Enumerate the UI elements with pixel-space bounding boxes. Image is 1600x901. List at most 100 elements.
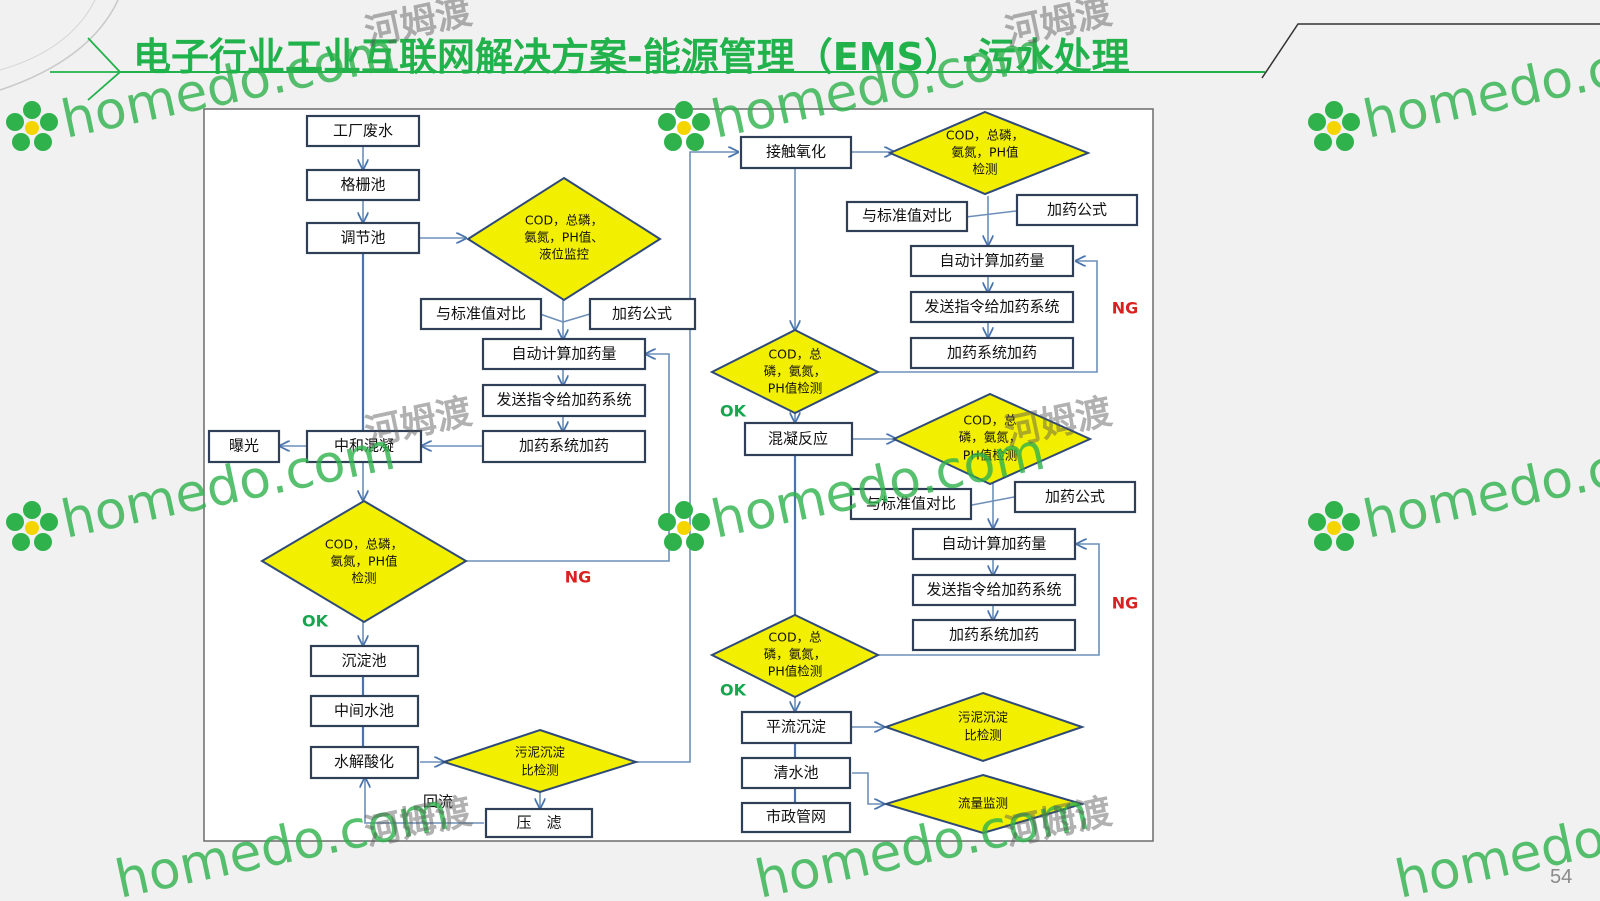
node-dosing-system-2: 加药系统加药 — [911, 618, 1077, 652]
svg-text:PH值检测: PH值检测 — [963, 448, 1017, 463]
node-dosing-formula-left: 加药公式 — [588, 297, 697, 331]
ok-label-right-1: OK — [720, 402, 747, 421]
svg-text:COD，总: COD，总 — [963, 413, 1016, 428]
svg-text:加药系统加药: 加药系统加药 — [947, 344, 1037, 362]
svg-text:接触氧化: 接触氧化 — [766, 143, 826, 161]
node-filter-press: 压 滤 — [484, 807, 594, 839]
ng-label-left: NG — [565, 568, 592, 587]
svg-text:磷，氨氮，: 磷，氨氮， — [764, 647, 827, 662]
node-send-command-left: 发送指令给加药系统 — [481, 383, 647, 418]
svg-text:与标准值对比: 与标准值对比 — [866, 495, 956, 513]
decision-check-left: COD，总磷， 氨氮，PH值 检测 — [260, 499, 468, 624]
svg-text:磷，氨氮，: 磷，氨氮， — [764, 364, 827, 379]
node-hydrolysis-acidification: 水解酸化 — [309, 745, 420, 780]
svg-text:沉淀池: 沉淀池 — [341, 652, 386, 670]
svg-text:COD，总: COD，总 — [768, 630, 821, 645]
decision-flow-monitoring: 流量监测 — [882, 773, 1086, 835]
svg-text:平流沉淀: 平流沉淀 — [766, 718, 826, 736]
decision-detect-2: COD，总 磷，氨氮， PH值检测 — [891, 392, 1093, 486]
svg-text:水解酸化: 水解酸化 — [334, 753, 394, 771]
svg-text:调节池: 调节池 — [340, 229, 385, 247]
node-send-command-2: 发送指令给加药系统 — [911, 573, 1077, 607]
svg-text:污泥沉淀: 污泥沉淀 — [958, 710, 1009, 725]
svg-text:清水池: 清水池 — [773, 764, 818, 782]
svg-text:与标准值对比: 与标准值对比 — [436, 305, 526, 323]
svg-text:发送指令给加药系统: 发送指令给加药系统 — [924, 298, 1059, 316]
decision-detect-1: COD，总磷， 氨氮，PH值 检测 — [887, 110, 1091, 196]
svg-text:中和混凝: 中和混凝 — [334, 437, 394, 455]
node-auto-calc-dosage-left: 自动计算加药量 — [481, 337, 647, 371]
node-dosing-system-left: 加药系统加药 — [481, 429, 647, 464]
node-dosing-formula-1: 加药公式 — [1015, 193, 1139, 227]
node-neutralize-mix: 中和混凝 — [305, 429, 423, 464]
title-corner-line — [1261, 23, 1600, 79]
svg-text:中间水池: 中间水池 — [334, 702, 394, 720]
svg-text:氨氮，PH值: 氨氮，PH值 — [331, 554, 398, 569]
return-flow-label: 回流 — [423, 793, 453, 811]
node-send-command-1: 发送指令给加药系统 — [909, 290, 1075, 324]
node-factory-wastewater: 工厂废水 — [305, 114, 421, 148]
svg-text:液位监控: 液位监控 — [539, 247, 590, 262]
decision-check-2: COD，总 磷，氨氮， PH值检测 — [709, 613, 881, 699]
svg-text:格栅池: 格栅池 — [340, 176, 385, 194]
decision-monitor-left: COD，总磷， 氨氮，PH值、 液位监控 — [466, 176, 662, 302]
svg-text:COD，总: COD，总 — [768, 347, 821, 362]
svg-text:检测: 检测 — [351, 571, 376, 586]
svg-text:污泥沉淀: 污泥沉淀 — [515, 745, 566, 760]
page-number: 54 — [1550, 866, 1573, 888]
svg-text:加药公式: 加药公式 — [1045, 488, 1105, 506]
corner-arc-inner — [0, 0, 96, 71]
svg-text:检测: 检测 — [972, 162, 997, 177]
node-compare-standard-1: 与标准值对比 — [845, 200, 969, 233]
svg-text:PH值检测: PH值检测 — [768, 381, 822, 396]
svg-text:氨氮，PH值、: 氨氮，PH值、 — [524, 230, 603, 245]
node-municipal-network: 市政管网 — [740, 801, 852, 834]
ng-label-right-1: NG — [1112, 299, 1139, 318]
svg-text:发送指令给加药系统: 发送指令给加药系统 — [926, 581, 1061, 599]
decision-sludge-left: 污泥沉淀 比检测 — [440, 728, 640, 794]
slide-title: 电子行业工业互联网解决方案-能源管理（EMS）-污水处理 — [133, 35, 1130, 79]
node-sedimentation-tank: 沉淀池 — [309, 644, 420, 678]
svg-text:COD，总磷，: COD，总磷， — [325, 537, 403, 552]
svg-text:加药公式: 加药公式 — [612, 305, 672, 323]
node-advection-sedimentation: 平流沉淀 — [740, 710, 853, 745]
ok-label-left: OK — [302, 612, 329, 631]
svg-text:COD，总磷，: COD，总磷， — [525, 213, 603, 228]
node-dosing-system-1: 加药系统加药 — [909, 336, 1075, 370]
node-clear-water-tank: 清水池 — [740, 756, 852, 790]
svg-text:氨氮，PH值: 氨氮，PH值 — [952, 145, 1019, 160]
svg-text:自动计算加药量: 自动计算加药量 — [939, 252, 1044, 270]
svg-text:压 滤: 压 滤 — [516, 814, 561, 832]
node-compare-standard-2: 与标准值对比 — [849, 487, 973, 521]
decision-check-1: COD，总 磷，氨氮， PH值检测 — [709, 328, 881, 415]
node-coagulation-reaction: 混凝反应 — [743, 421, 854, 457]
svg-text:自动计算加药量: 自动计算加药量 — [941, 535, 1046, 553]
decision-sludge-right: 污泥沉淀 比检测 — [882, 691, 1086, 763]
corner-arc — [0, 0, 119, 91]
svg-text:加药系统加药: 加药系统加药 — [519, 437, 609, 455]
svg-text:发送指令给加药系统: 发送指令给加药系统 — [496, 391, 631, 409]
svg-text:混凝反应: 混凝反应 — [768, 430, 828, 448]
node-aeration: 曝光 — [207, 429, 281, 464]
node-grille-tank: 格栅池 — [305, 168, 421, 202]
svg-text:比检测: 比检测 — [964, 728, 1002, 743]
svg-text:工厂废水: 工厂废水 — [333, 122, 393, 140]
title-chevron-icon — [50, 37, 123, 101]
node-equalization-tank: 调节池 — [305, 221, 421, 255]
svg-text:市政管网: 市政管网 — [766, 808, 826, 826]
node-intermediate-tank: 中间水池 — [309, 694, 420, 728]
node-contact-oxidation: 接触氧化 — [739, 135, 853, 170]
svg-text:PH值检测: PH值检测 — [768, 664, 822, 679]
svg-text:加药公式: 加药公式 — [1047, 201, 1107, 219]
node-compare-standard-left: 与标准值对比 — [419, 297, 543, 331]
svg-text:COD，总磷，: COD，总磷， — [946, 128, 1024, 143]
ok-label-right-2: OK — [720, 681, 747, 700]
svg-text:曝光: 曝光 — [229, 437, 259, 455]
svg-text:自动计算加药量: 自动计算加药量 — [511, 345, 616, 363]
svg-text:流量监测: 流量监测 — [958, 796, 1008, 811]
node-auto-calc-dosage-1: 自动计算加药量 — [909, 244, 1075, 278]
svg-text:磷，氨氮，: 磷，氨氮， — [959, 430, 1022, 445]
svg-text:比检测: 比检测 — [521, 763, 559, 778]
